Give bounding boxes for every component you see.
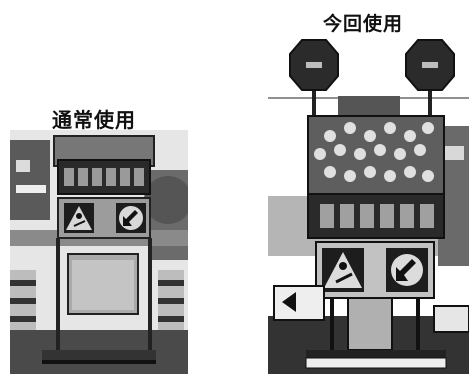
arrow-down-left-sign-icon [116,203,146,233]
house [10,140,50,220]
caption-this-time-use: 今回使用 [323,13,404,35]
photo-this-time-use [268,36,469,374]
worker-digging-sign-icon [322,248,364,292]
worker-digging-sign-icon [64,203,94,233]
arrow-light-icon [405,39,455,116]
arrow-down-left-sign-icon [386,248,428,292]
led-message-display-icon [57,159,151,195]
normal-use-scene [10,130,188,374]
photo-normal-use [10,130,188,374]
caption-normal-use: 通常使用 [52,108,136,132]
arrow-light-icon [289,39,339,116]
led-message-display-icon [307,193,445,239]
this-time-use-scene [268,36,469,374]
flashing-arrow-board-icon [307,115,445,195]
